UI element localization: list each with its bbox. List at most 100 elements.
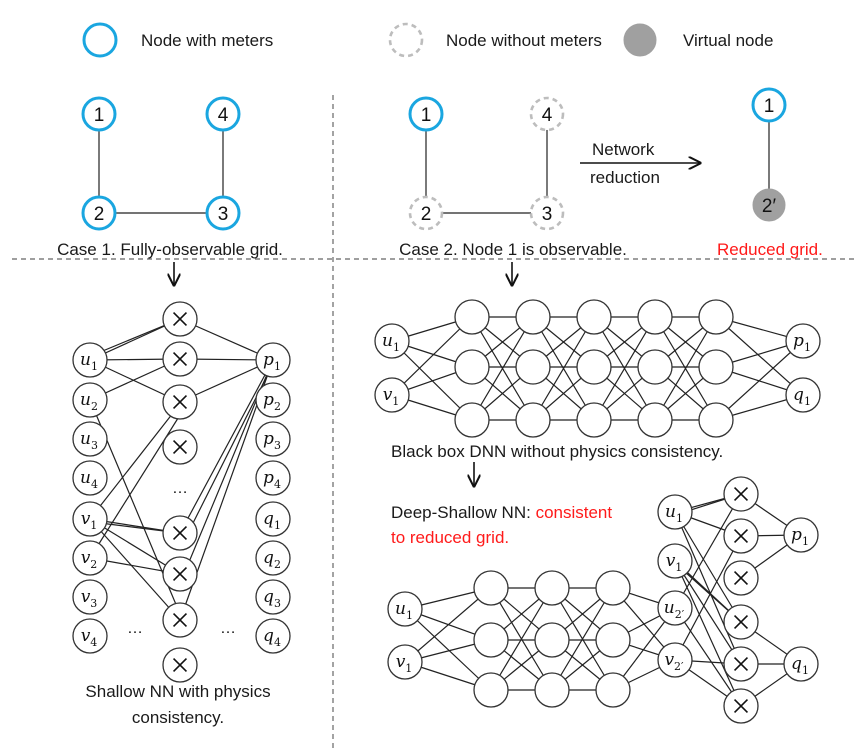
multiplier-node	[723, 518, 759, 554]
multiplier-node	[162, 515, 198, 551]
variable-subscript: 1	[802, 664, 809, 677]
node-label: 2′	[762, 196, 777, 217]
hidden-neuron	[576, 402, 612, 438]
multiplier-node	[162, 429, 198, 465]
reduction-label-line2: reduction	[590, 168, 660, 187]
variable-node: v2	[72, 540, 108, 576]
node-circle	[783, 646, 819, 682]
variable-subscript: 1	[274, 360, 281, 373]
grid-node: 1	[408, 96, 444, 132]
legend-item-no-meter: Node without meters	[388, 22, 602, 58]
virtual-node	[752, 188, 786, 222]
variable-subscript: 1	[406, 609, 413, 622]
multiply-icon	[733, 614, 749, 630]
variable-label: u3	[80, 429, 98, 452]
variable-label: v1	[396, 652, 413, 675]
variable-label: p3	[263, 429, 281, 452]
node-circle	[72, 460, 108, 496]
multiplier-node	[723, 604, 759, 640]
variable-label: q1	[791, 654, 809, 677]
hidden-neuron	[637, 349, 673, 385]
hidden-neuron	[698, 402, 734, 438]
virtual-node-icon	[623, 23, 657, 57]
hidden-neuron	[637, 299, 673, 335]
reduced-caption: Reduced grid.	[717, 240, 823, 259]
node-label: 1	[94, 105, 105, 126]
meter-node	[205, 96, 241, 132]
meter-node-icon	[82, 22, 118, 58]
multiplier-node	[723, 476, 759, 512]
variable-subscript: 2	[90, 558, 97, 571]
node-label: 3	[542, 204, 553, 225]
ellipsis: …	[127, 620, 143, 637]
caption-highlight: consistent	[536, 503, 613, 522]
variable-base: v	[81, 509, 91, 529]
variable-subscript: 3	[91, 439, 98, 452]
node-label: 3	[218, 204, 229, 225]
nn-edge	[674, 560, 742, 707]
variable-subscript: 2′	[675, 608, 685, 621]
nn-edge	[715, 340, 804, 421]
variable-subscript: 1	[274, 519, 281, 532]
no-meter-node	[529, 96, 565, 132]
node-circle	[72, 382, 108, 418]
legend-item-meter: Node with meters	[82, 22, 273, 58]
case2-caption: Case 2. Node 1 is observable.	[399, 240, 627, 259]
nn-edge	[391, 316, 473, 396]
variable-subscript: 1	[393, 341, 400, 354]
node-circle	[387, 591, 423, 627]
variable-base: u	[665, 502, 676, 522]
nn-edge	[89, 518, 181, 621]
multiply-icon	[733, 486, 749, 502]
variable-node: u1	[72, 342, 108, 378]
node-circle	[72, 501, 108, 537]
hidden-neuron	[595, 570, 631, 606]
multiplier-node	[162, 556, 198, 592]
variable-node: p1	[785, 323, 821, 359]
hidden-neuron	[515, 402, 551, 438]
variable-node: v3	[72, 579, 108, 615]
grid-node: 4	[529, 96, 565, 132]
no-meter-node-icon	[388, 22, 424, 58]
variable-subscript: 1	[392, 395, 399, 408]
variable-node: p3	[255, 421, 291, 457]
nn-edge	[89, 403, 181, 520]
nn-edge	[654, 316, 717, 421]
variable-subscript: 4	[274, 636, 281, 649]
variable-node: u2	[72, 382, 108, 418]
variable-label: p1	[793, 331, 811, 354]
variable-base: q	[793, 385, 804, 405]
variable-base: u	[382, 331, 393, 351]
nn-edge	[674, 560, 742, 665]
hidden-neuron	[473, 672, 509, 708]
legend-label: Virtual node	[683, 31, 773, 50]
variable-label: u2′	[664, 598, 685, 621]
meter-node	[205, 195, 241, 231]
grid-node: 3	[205, 195, 241, 231]
variable-base: v	[383, 385, 393, 405]
node-circle	[785, 377, 821, 413]
multiply-icon	[172, 612, 188, 628]
grid-node: 1	[751, 87, 787, 123]
hidden-neuron	[473, 570, 509, 606]
legend-item-virtual: Virtual node	[623, 23, 773, 57]
nn-edge	[532, 316, 595, 421]
hidden-neuron	[576, 299, 612, 335]
node-label: 4	[218, 105, 229, 126]
nn-edge	[674, 511, 742, 665]
variable-base: p	[263, 429, 274, 449]
node-circle	[255, 421, 291, 457]
hidden-neuron	[454, 299, 490, 335]
variable-base: u	[80, 350, 91, 370]
variable-label: q1	[263, 509, 281, 532]
variable-label: v1	[383, 385, 400, 408]
variable-node: q4	[255, 618, 291, 654]
multiply-icon	[172, 566, 188, 582]
grid-node: 1	[81, 96, 117, 132]
variable-label: v1	[666, 551, 683, 574]
bbdnn-caption: Black box DNN without physics consistenc…	[391, 442, 723, 461]
multiplier-node	[162, 384, 198, 420]
